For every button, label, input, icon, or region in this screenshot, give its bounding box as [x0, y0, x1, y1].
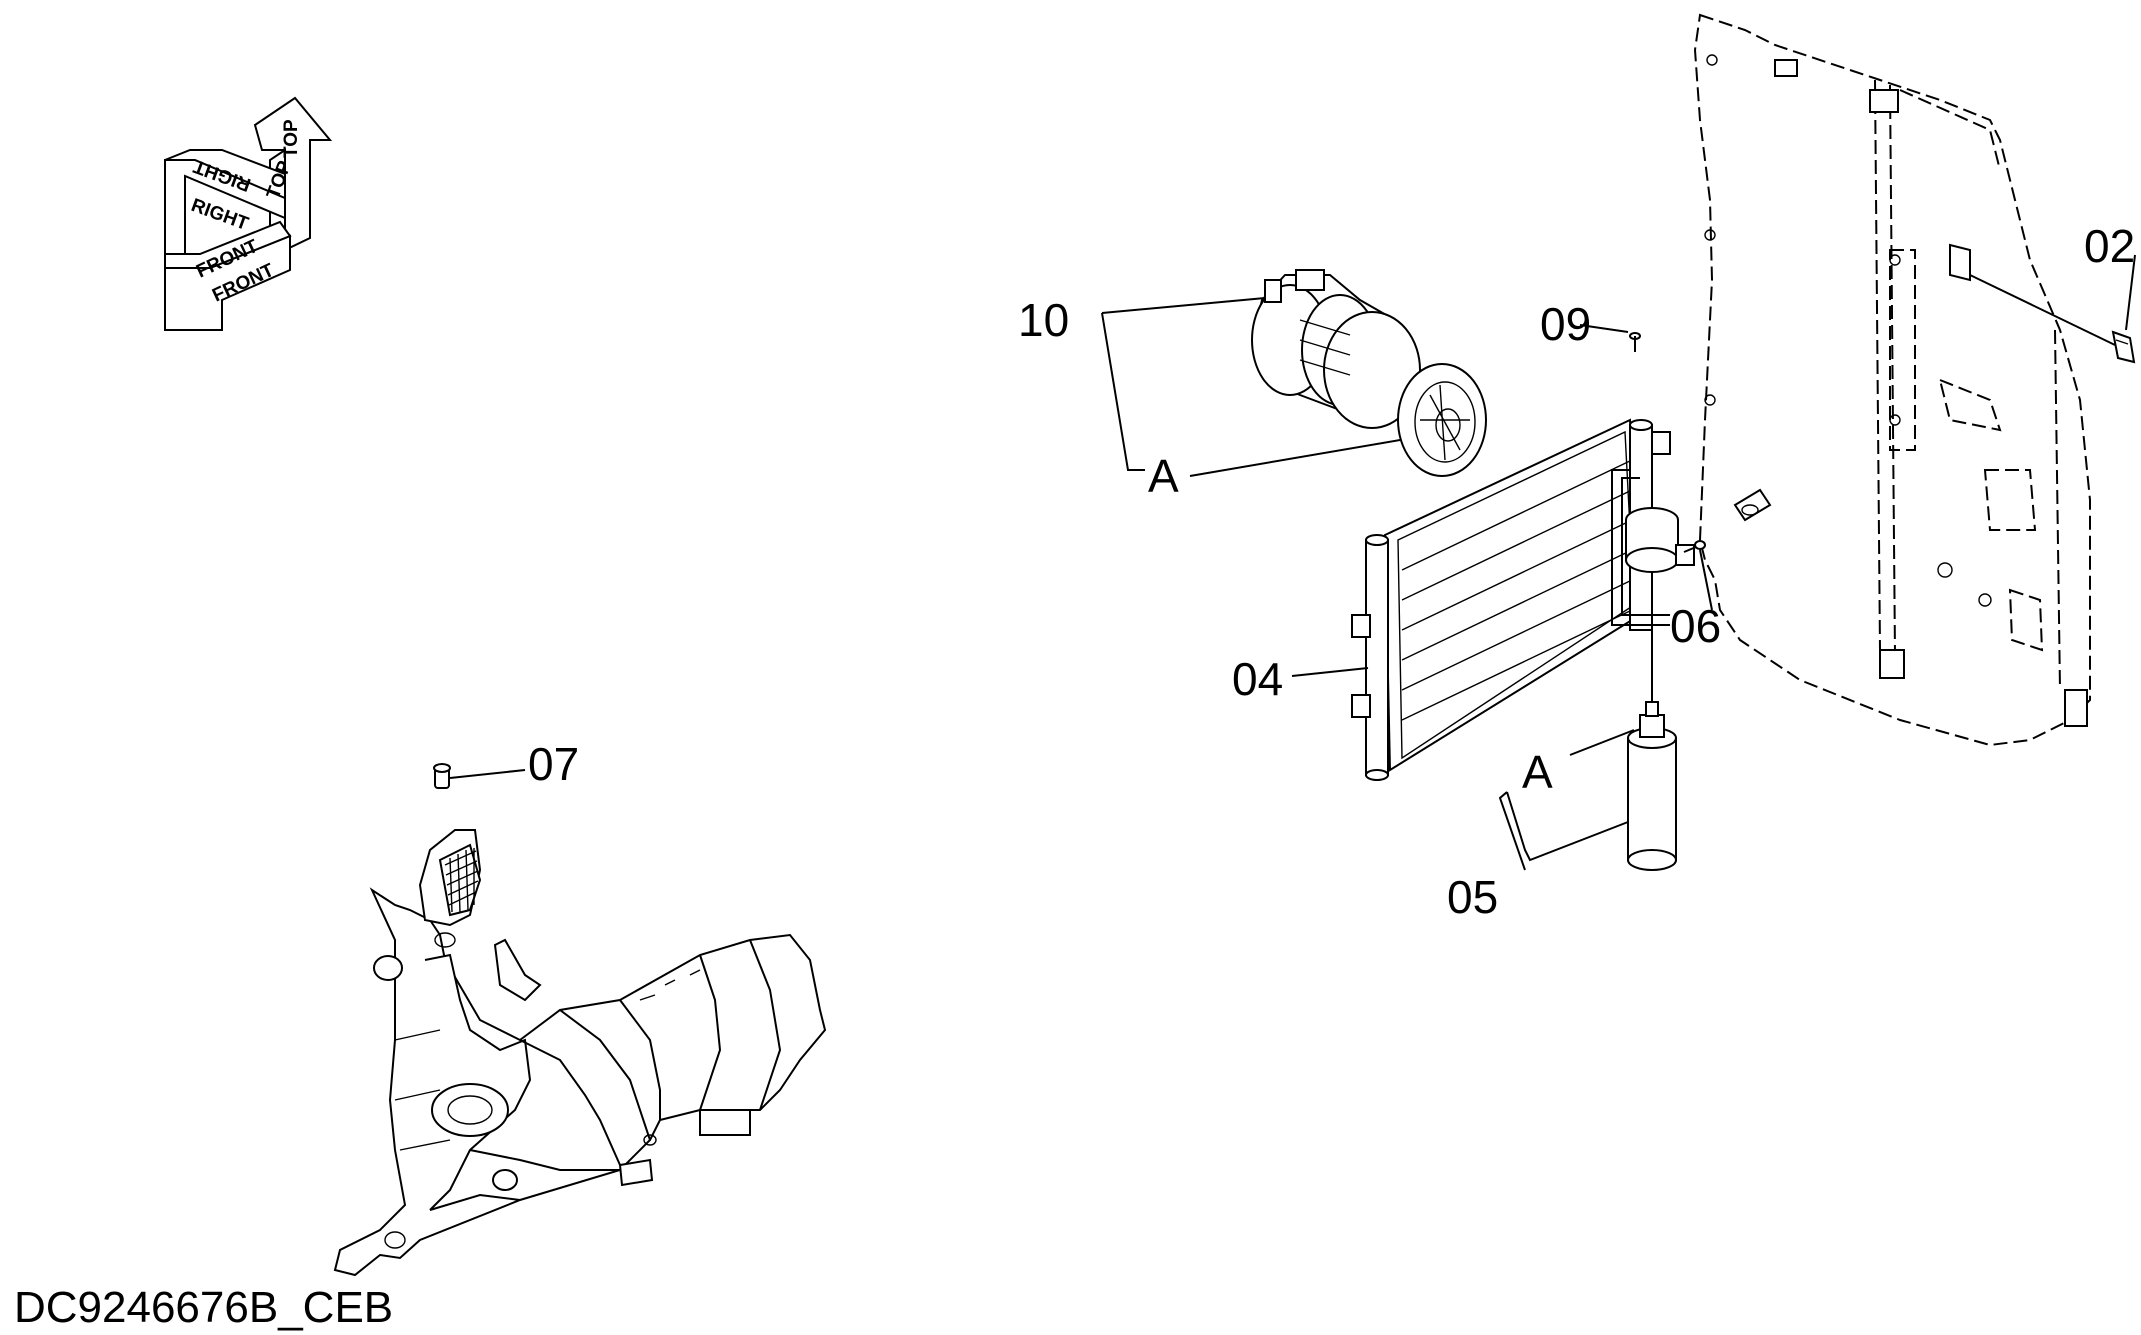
callout-02: 02 — [2084, 220, 2135, 272]
callout-07: 07 — [528, 738, 579, 790]
bolt-part — [1683, 540, 1706, 553]
air-vent-part — [418, 829, 482, 948]
callout-10: 10 — [1018, 294, 1069, 346]
compressor-part — [1251, 269, 1421, 429]
document-id: DC9246676B_CEB — [14, 1283, 393, 1332]
bracket-part — [1949, 243, 1971, 282]
receiver-holder-part — [1625, 507, 1695, 573]
leader-lines — [449, 254, 2136, 871]
clip-part — [2111, 330, 2136, 364]
orientation-label-top: TOP — [281, 119, 302, 158]
cap-part — [433, 763, 451, 789]
screw-part — [1629, 332, 1641, 352]
callout-06: 06 — [1670, 600, 1721, 652]
condenser-part — [1351, 418, 1671, 781]
callout-a-receiver: A — [1522, 746, 1553, 798]
receiver-drier-part — [1627, 630, 1677, 871]
callout-04: 04 — [1232, 653, 1283, 705]
callout-a-compressor: A — [1148, 450, 1179, 502]
compressor-clutch-part — [1397, 363, 1487, 477]
callout-09: 09 — [1540, 298, 1591, 350]
side-panel-part — [1693, 13, 2091, 747]
callout-05: 05 — [1447, 871, 1498, 923]
orientation-arrows-icon: TOP TOP RIGHT RIGHT FRONT FRONT — [164, 96, 333, 331]
air-duct-part — [333, 887, 827, 1277]
